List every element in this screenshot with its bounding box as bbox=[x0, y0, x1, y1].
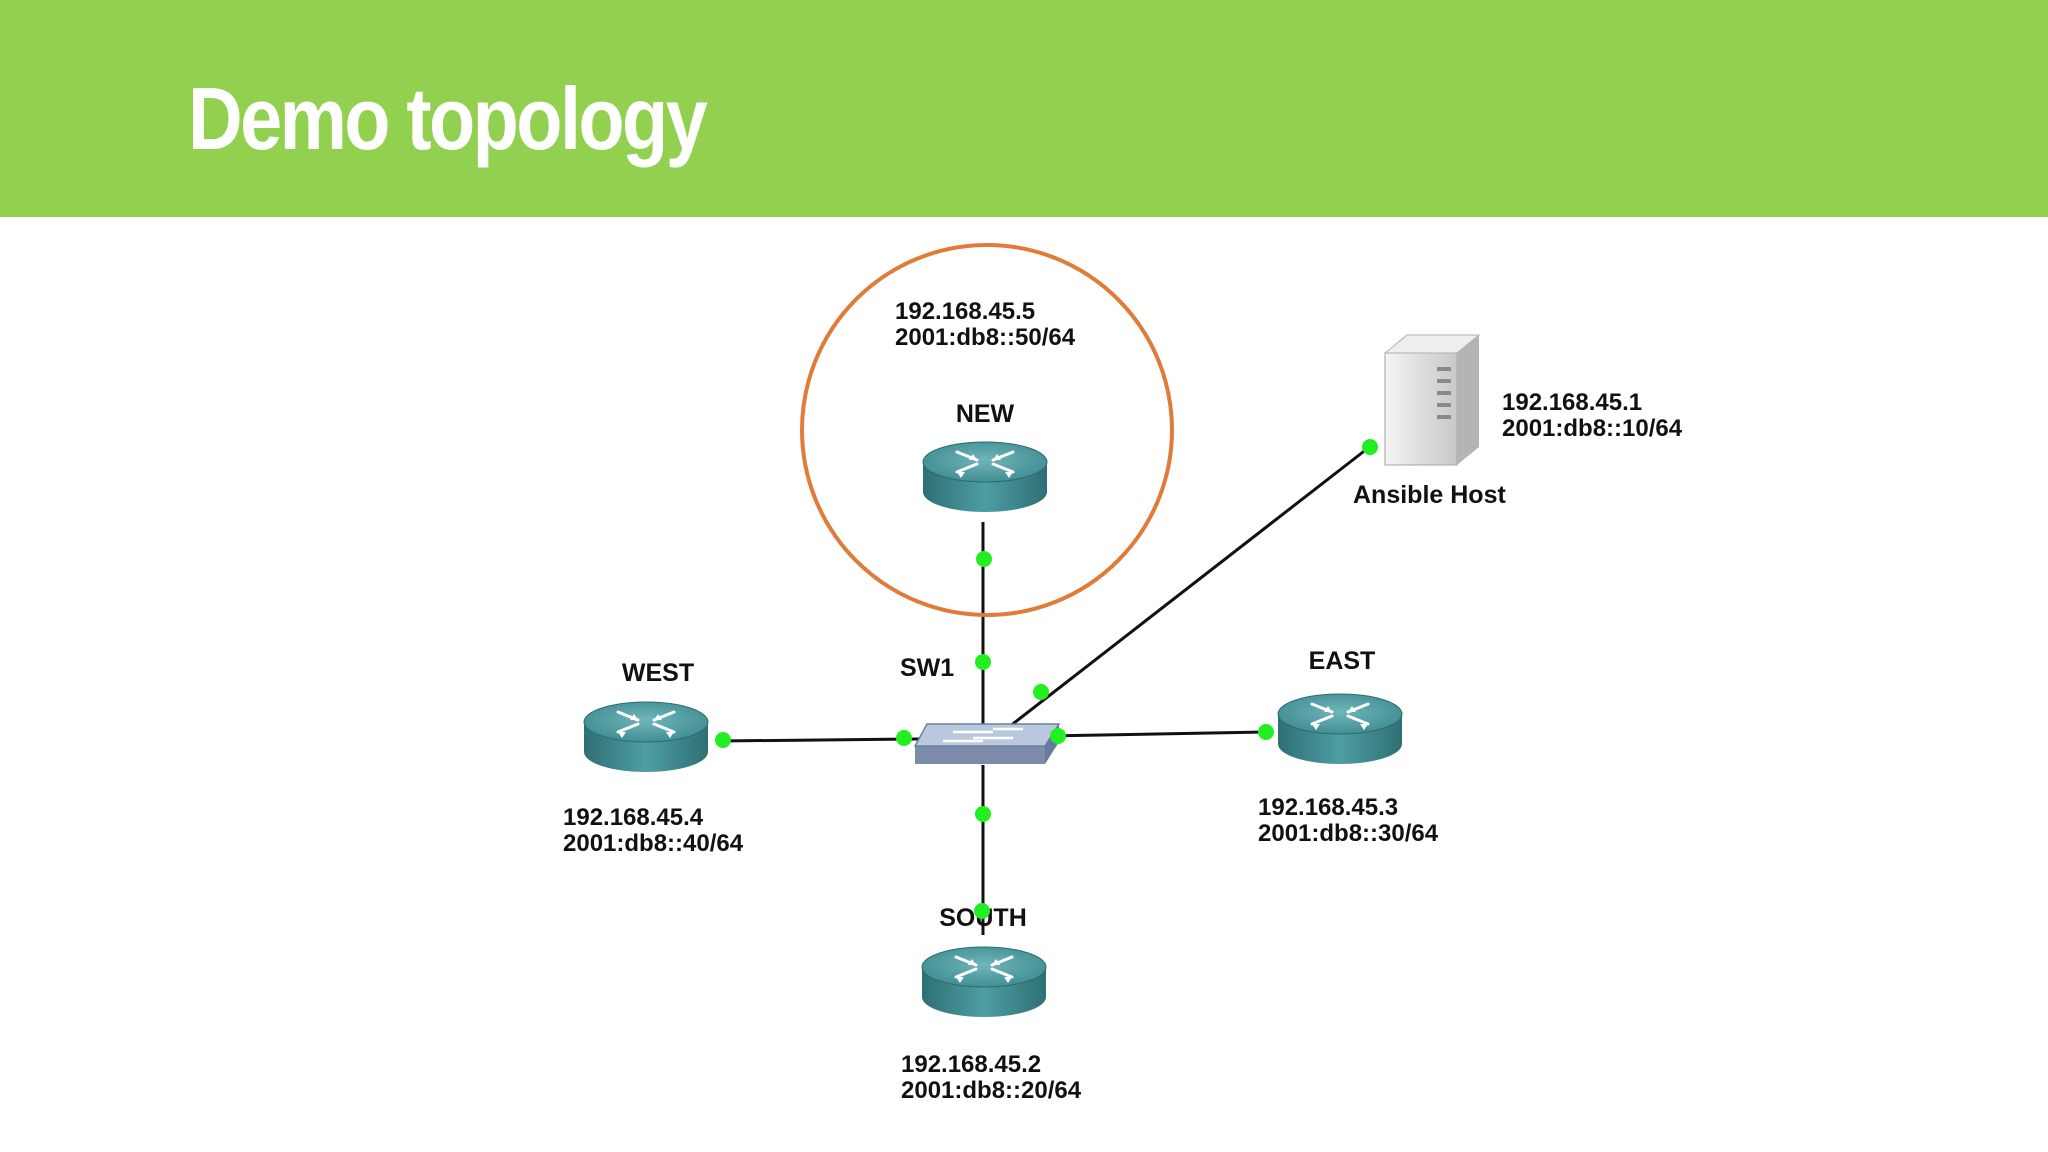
port-new bbox=[976, 551, 992, 567]
port-ansible bbox=[1362, 439, 1378, 455]
port-east bbox=[1258, 724, 1274, 740]
title-bar: Demo topology bbox=[0, 0, 2048, 217]
west-label: WEST bbox=[622, 659, 694, 687]
link-sw1-ansible bbox=[1004, 443, 1373, 732]
east-ipv4: 192.168.45.3 bbox=[1258, 794, 1398, 821]
south-ipv6: 2001:db8::20/64 bbox=[901, 1077, 1082, 1104]
port-markers bbox=[715, 439, 1378, 919]
port-sw1-south bbox=[975, 806, 991, 822]
west-ipv6: 2001:db8::40/64 bbox=[563, 830, 744, 857]
port-sw1-west bbox=[896, 730, 912, 746]
new-ipv6: 2001:db8::50/64 bbox=[895, 324, 1076, 351]
ansible-ipv6: 2001:db8::10/64 bbox=[1502, 415, 1683, 442]
link-west-sw1 bbox=[717, 737, 921, 743]
new-label: NEW bbox=[956, 400, 1015, 428]
east-ipv6: 2001:db8::30/64 bbox=[1258, 820, 1439, 847]
router-icon-east[interactable] bbox=[1276, 692, 1404, 766]
router-icon-south[interactable] bbox=[920, 945, 1048, 1019]
port-west bbox=[715, 732, 731, 748]
port-sw1-top bbox=[975, 654, 991, 670]
link-sw1-east bbox=[1044, 730, 1266, 738]
router-icon-west[interactable] bbox=[582, 700, 710, 774]
page-title: Demo topology bbox=[188, 69, 708, 168]
port-south bbox=[974, 903, 990, 919]
ansible-label: Ansible Host bbox=[1353, 481, 1506, 509]
south-ipv4: 192.168.45.2 bbox=[901, 1051, 1041, 1078]
east-label: EAST bbox=[1309, 647, 1376, 675]
ansible-ipv4: 192.168.45.1 bbox=[1502, 389, 1642, 416]
port-sw1-ansible bbox=[1033, 684, 1049, 700]
port-sw1-east bbox=[1050, 728, 1066, 744]
west-ipv4: 192.168.45.4 bbox=[563, 804, 704, 831]
switch-icon[interactable] bbox=[913, 723, 1061, 764]
sw1-label: SW1 bbox=[900, 654, 954, 682]
server-icon[interactable] bbox=[1383, 334, 1481, 466]
new-ipv4: 192.168.45.5 bbox=[895, 298, 1035, 325]
highlight-circle bbox=[800, 243, 1174, 617]
router-icon-new[interactable] bbox=[921, 440, 1049, 514]
